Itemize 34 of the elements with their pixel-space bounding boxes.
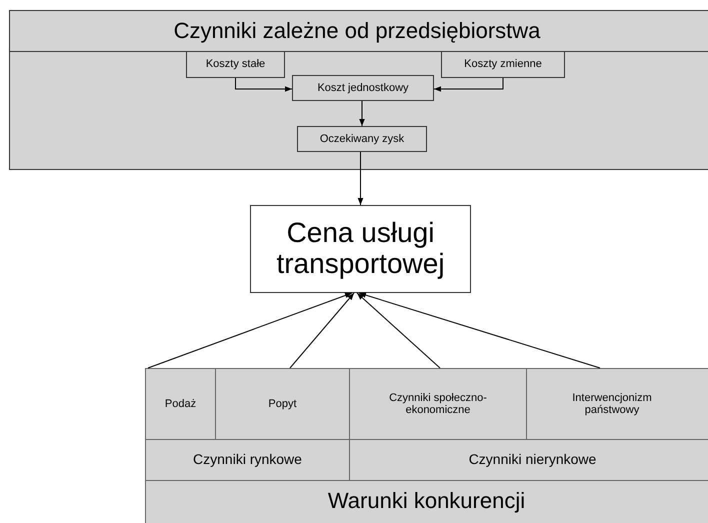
process-box (297, 126, 427, 152)
box-label: Oczekiwany zysk (318, 132, 406, 146)
factor-cell (349, 439, 708, 481)
arrow (148, 292, 352, 368)
box-label: Czynniki rynkowe (192, 452, 303, 468)
arrow (358, 292, 600, 368)
arrow (290, 292, 354, 368)
title-text: Cena usługi transportowej (275, 218, 446, 280)
arrow (359, 100, 365, 126)
box-label: Koszty zmienne (463, 58, 543, 71)
box-label: Koszt jednostkowy (316, 82, 410, 94)
box-label: Warunki konkurencji (326, 488, 526, 514)
box-label: Czynniki społeczno-ekonomiczne (388, 392, 488, 416)
factor-cell (526, 368, 708, 440)
process-box (292, 75, 434, 101)
group-panel (9, 10, 708, 170)
factor-cell (145, 439, 350, 481)
box-label: Popyt (267, 398, 298, 410)
arrow (235, 78, 292, 92)
box-label: Czynniki nierynkowe (468, 452, 598, 468)
box-label: Podaż (164, 398, 198, 410)
panel-title: Czynniki zależne od przedsiębiorstwa (174, 18, 540, 44)
arrow (434, 78, 504, 92)
process-box (441, 51, 565, 78)
arrow (358, 152, 364, 206)
factor-cell (145, 480, 708, 523)
factor-cell (215, 368, 350, 440)
main-box (250, 205, 471, 293)
arrow (356, 292, 440, 368)
factor-cell (145, 368, 216, 440)
process-box (186, 51, 285, 78)
box-label: Koszty stałe (204, 58, 266, 71)
factor-cell (349, 368, 527, 440)
box-label: Interwencjonizm państwowy (571, 392, 653, 416)
